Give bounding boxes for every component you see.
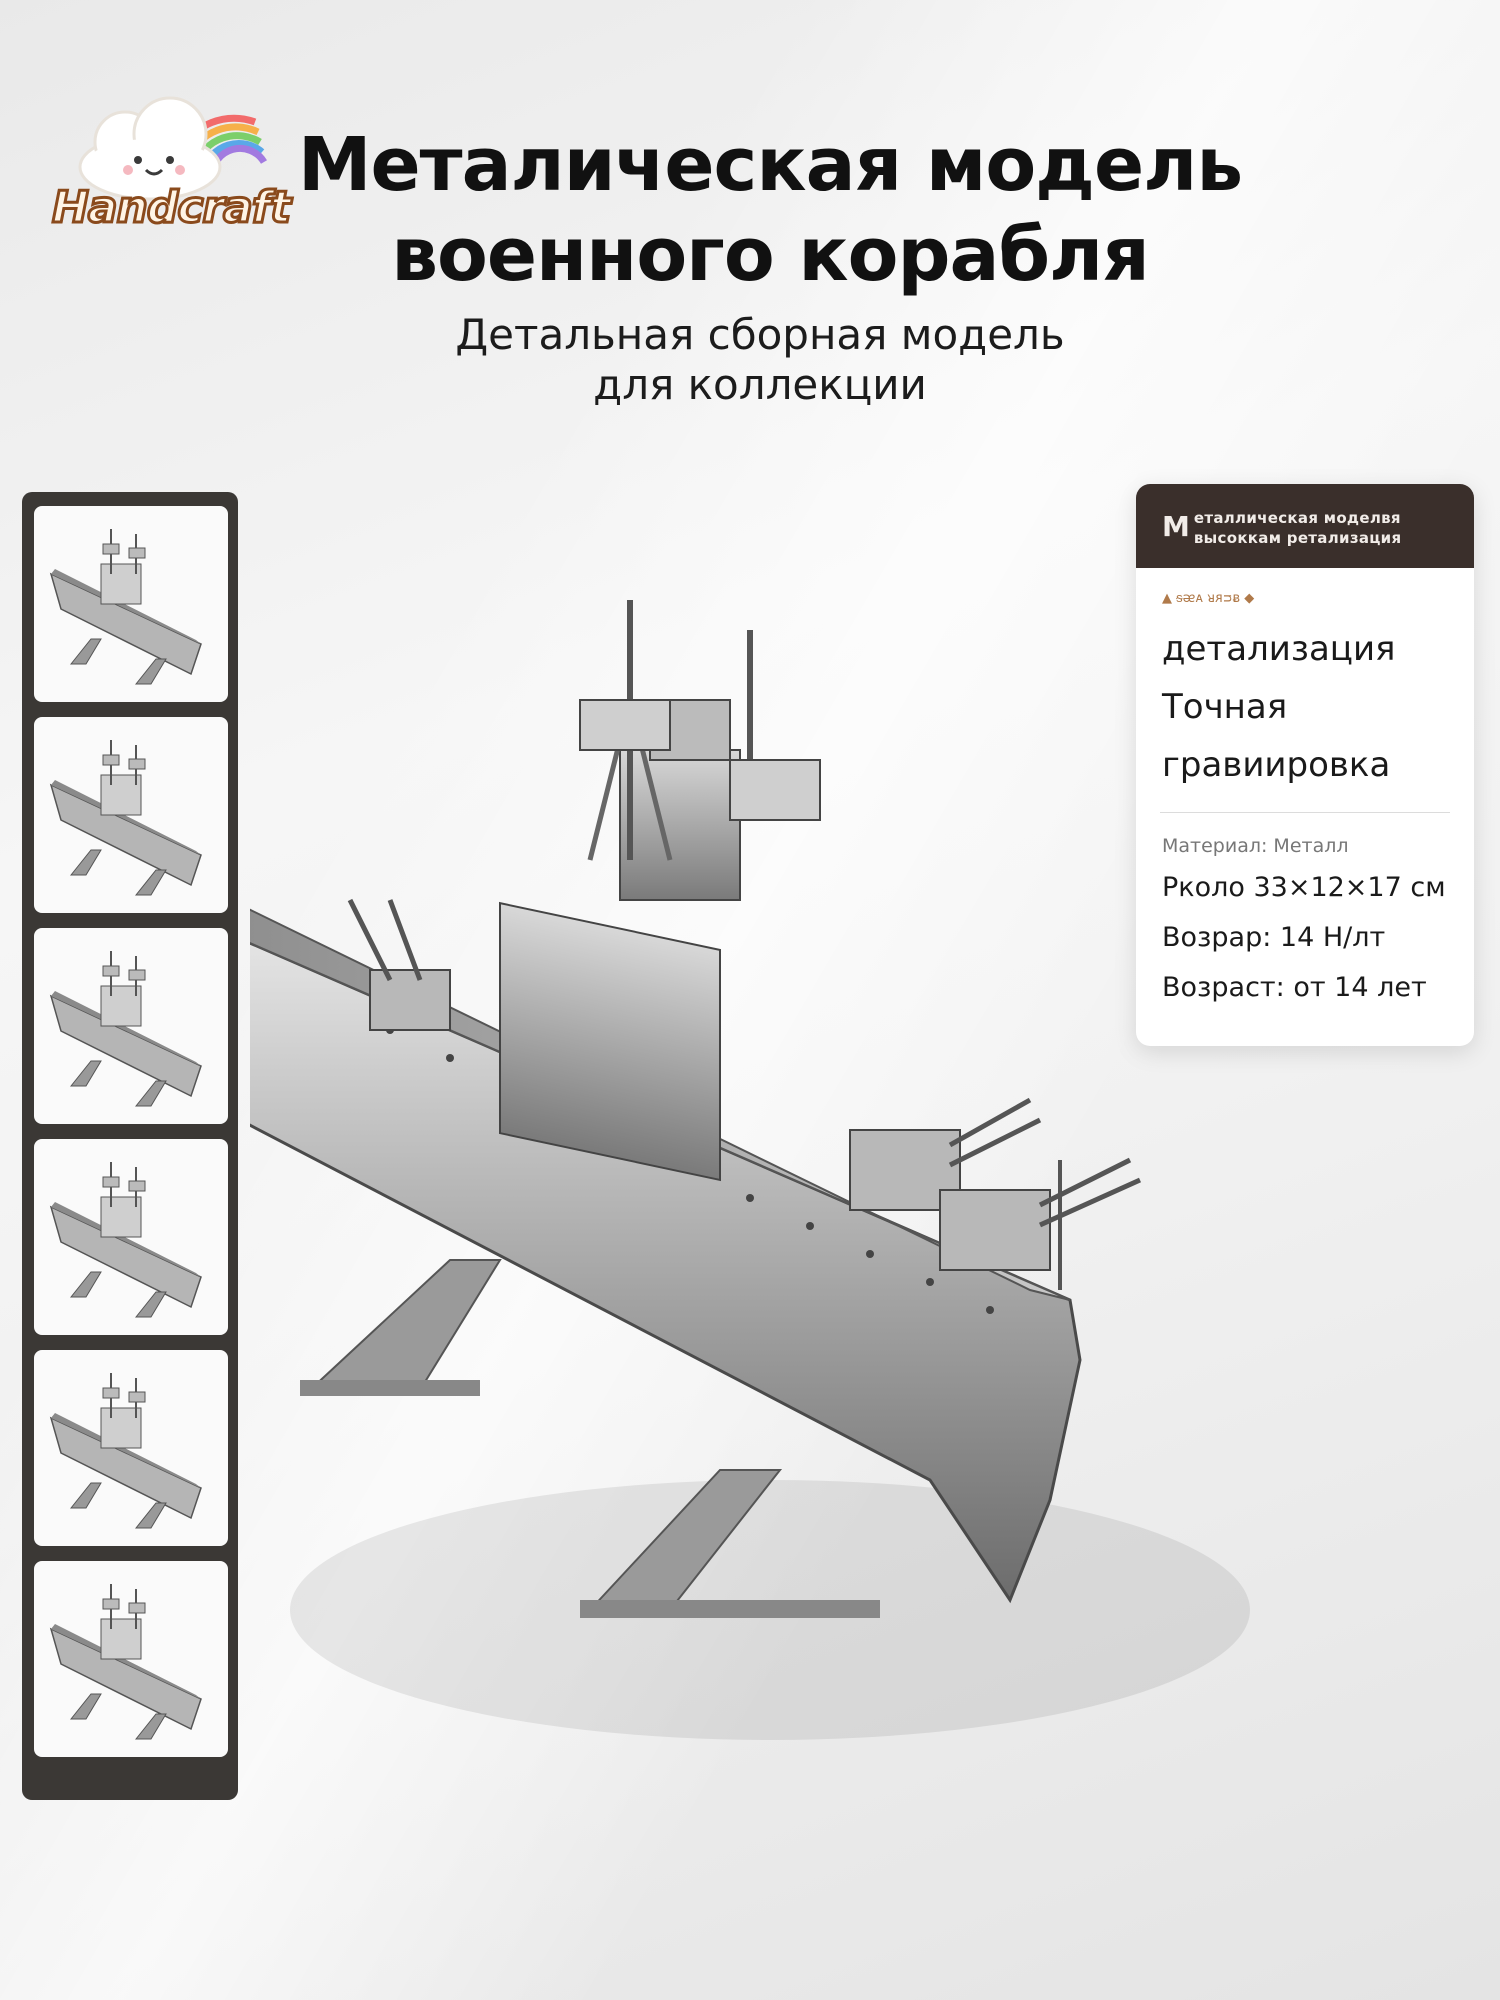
spec-header-text: еталлическая моделвя высоккам ретализаци… (1162, 504, 1474, 548)
brand-logo: Handcraft (30, 72, 300, 252)
battleship-thumb-icon (49, 1584, 202, 1740)
subtitle-line-1: Детальная сборная модель (455, 310, 1065, 359)
spec-age-garbled: Возрар: 14 Н/лт (1162, 922, 1386, 953)
battleship-thumb-icon (49, 740, 202, 896)
battleship-thumb-icon (49, 1162, 202, 1318)
spec-tag: ▲ ᵴᴂᴀ ᴚᴙᴝᴃ ◆ (1162, 591, 1255, 606)
thumbnail-strip (22, 492, 238, 1800)
spec-divider (1160, 812, 1450, 813)
thumbnail-4[interactable] (34, 1139, 228, 1335)
spec-main-text: детализация Точная гравиировка (1162, 620, 1474, 794)
spec-header-line-2: высоккам ретализация (1193, 529, 1402, 547)
thumbnail-5[interactable] (34, 1350, 228, 1546)
thumbnail-1[interactable] (34, 506, 228, 702)
page-title: Металическая модель военного корабля (250, 120, 1290, 300)
spec-header-initial: М (1162, 510, 1190, 543)
battleship-thumb-icon (49, 529, 202, 685)
spec-age: Возраст: от 14 лет (1162, 972, 1427, 1003)
battleship-thumb-icon (49, 1373, 202, 1529)
spec-material: Материал: Металл (1162, 835, 1349, 857)
page-subtitle: Детальная сборная модель для коллекции (350, 310, 1170, 410)
spec-card-header: М еталлическая моделвя высоккам ретализа… (1136, 484, 1474, 568)
spec-main-line-2: Точная (1162, 687, 1288, 727)
thumbnail-3[interactable] (34, 928, 228, 1124)
spec-card: М еталлическая моделвя высоккам ретализа… (1136, 484, 1474, 1046)
thumbnail-2[interactable] (34, 717, 228, 913)
battleship-model-icon (218, 595, 1250, 1740)
cloud-rainbow-icon (78, 96, 267, 201)
title-line-1: Металическая модель (297, 122, 1243, 208)
spec-size: Рколо 33×12×17 см (1162, 872, 1446, 903)
spec-header-line-1: еталлическая моделвя (1193, 509, 1401, 527)
spec-main-line-1: детализация (1162, 629, 1396, 669)
title-line-2: военного корабля (391, 212, 1150, 298)
product-image (218, 595, 1390, 1900)
brand-logo-text: Handcraft (51, 181, 293, 235)
subtitle-line-2: для коллекции (593, 360, 927, 409)
spec-main-line-3: гравиировка (1162, 745, 1391, 785)
battleship-thumb-icon (49, 951, 202, 1107)
thumbnail-6[interactable] (34, 1561, 228, 1757)
